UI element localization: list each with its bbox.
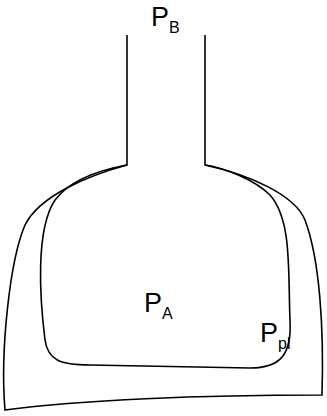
alveolar-pressure-label: PA bbox=[144, 290, 173, 317]
airway-lung-outline bbox=[41, 35, 291, 368]
airway-pressure-label: PB bbox=[151, 4, 180, 31]
pleural-pressure-label: Ppl bbox=[260, 320, 290, 347]
pleural-outline bbox=[4, 165, 323, 410]
